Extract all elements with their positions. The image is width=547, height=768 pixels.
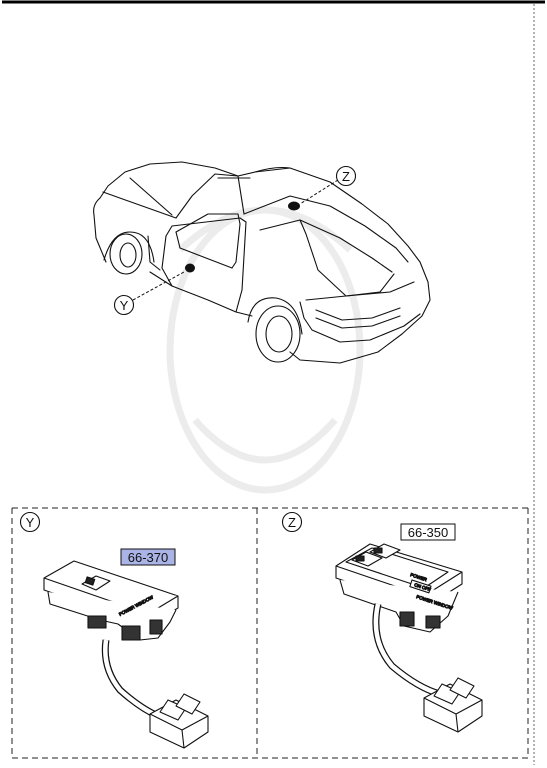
callout-z-car: Z [335, 165, 357, 187]
part-number-66-370[interactable]: 66-370 [120, 548, 176, 566]
callout-y-detail: Y [19, 511, 41, 533]
switch-location-z-marker [288, 201, 300, 211]
leader-line-z [299, 179, 339, 205]
power-window-switch-z: POWER ON OFF POWER WINDOW [335, 543, 483, 733]
callout-y-car: Y [113, 294, 135, 316]
svg-text:66-350: 66-350 [408, 525, 448, 540]
svg-text:66-370: 66-370 [128, 550, 168, 565]
background-watermark [166, 206, 364, 494]
svg-text:POWER: POWER [410, 572, 428, 582]
svg-text:Y: Y [26, 515, 35, 530]
detail-panel-frames [11, 507, 529, 759]
part-number-66-350[interactable]: 66-350 [400, 523, 456, 541]
svg-text:Z: Z [342, 169, 350, 184]
svg-text:Z: Z [288, 515, 296, 530]
svg-text:ON OFF: ON OFF [414, 582, 432, 592]
switch-location-y-marker [185, 263, 195, 273]
car-illustration [93, 161, 431, 364]
callout-z-detail: Z [281, 511, 303, 533]
svg-text:Y: Y [120, 298, 129, 313]
power-window-switch-y: POWER WINDOW [43, 560, 209, 749]
